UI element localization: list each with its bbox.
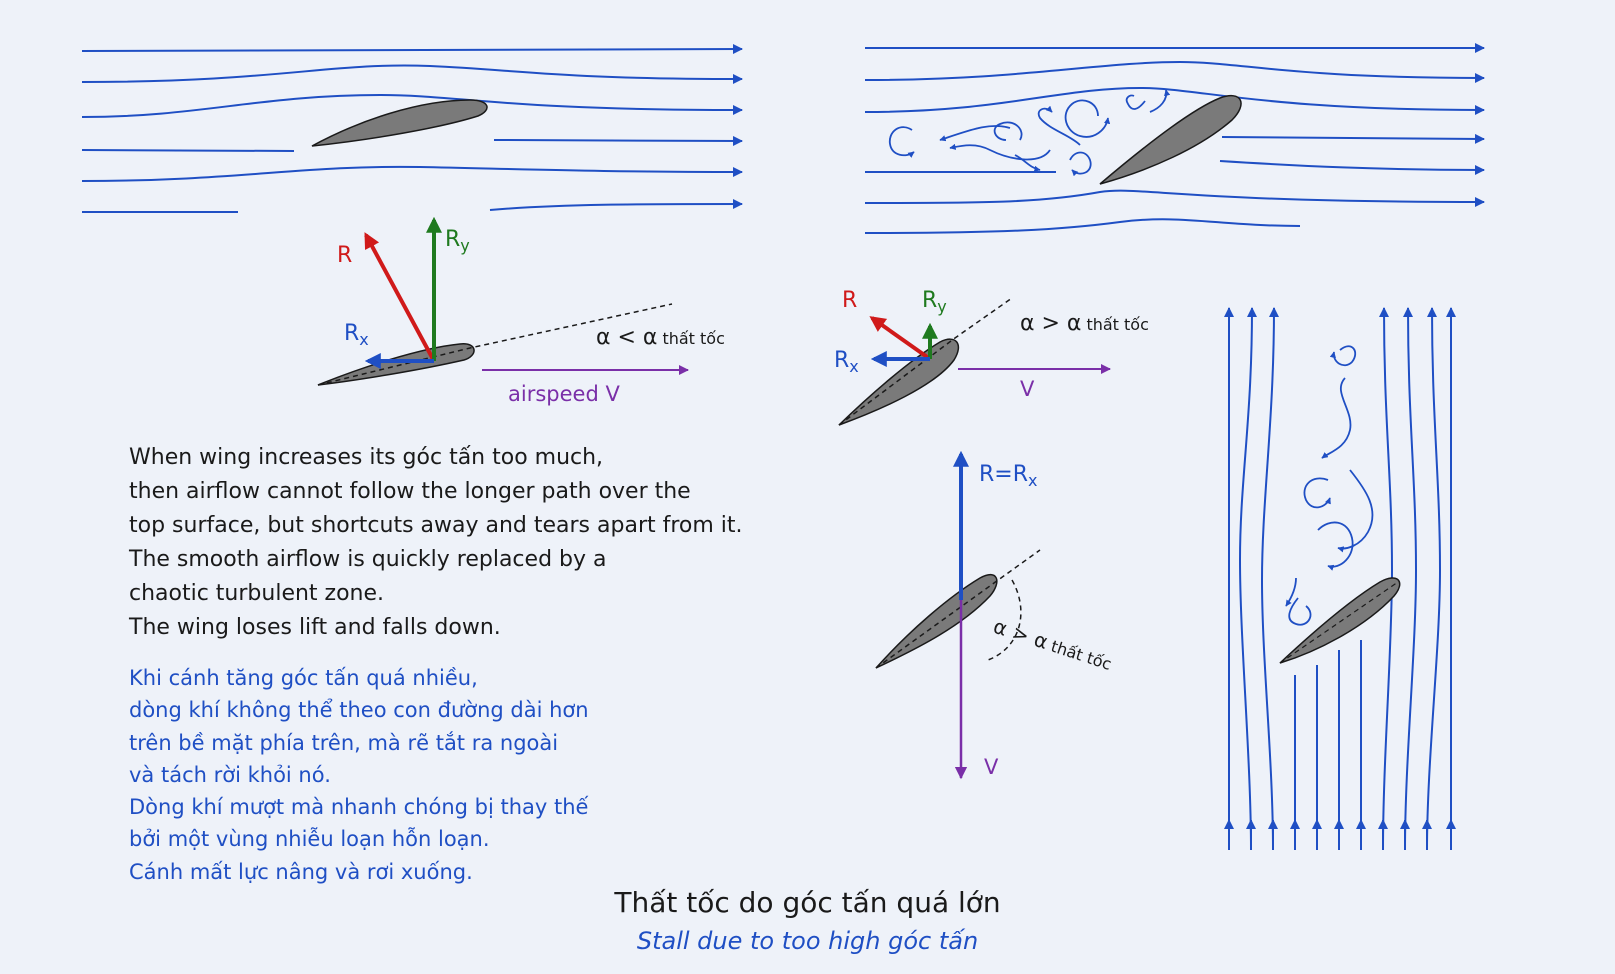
explanation-vietnamese: Khi cánh tăng góc tấn quá nhiều, dòng kh… [129, 662, 769, 888]
panel-stall-flow [864, 43, 1485, 234]
line-vi: trên bề mặt phía trên, mà rẽ tắt ra ngoà… [129, 730, 559, 755]
line-vi: bởi một vùng nhiễu loạn hỗn loạn. [129, 827, 490, 852]
streamline [864, 189, 1485, 207]
svg-text:R=Rx: R=Rx [979, 462, 1037, 490]
v-label: V [1020, 377, 1035, 401]
r-eq-rx-label: R=R [979, 462, 1028, 487]
airfoil-force-1 [317, 343, 475, 386]
streamline [1221, 133, 1485, 144]
streamline [81, 93, 743, 118]
panel-normal-flow [81, 44, 743, 213]
alpha-greater-label: α > α [990, 614, 1051, 654]
streamline [1260, 307, 1279, 851]
stall-subscript: thất tốc [662, 329, 724, 348]
airfoil-force-3 [875, 573, 998, 669]
streamline [864, 60, 1485, 83]
line-en: The wing loses lift and falls down. [129, 615, 501, 640]
alpha-less-label: α < α [596, 325, 657, 350]
rx-label: R [834, 348, 849, 373]
streamline [864, 86, 1485, 115]
streamline [81, 165, 743, 182]
streamline [81, 44, 743, 55]
streamline [81, 64, 743, 84]
title-vietnamese: Thất tốc do góc tấn quá lớn [614, 886, 1001, 919]
line-vi: Dòng khí mượt mà nhanh chóng bị thay thế [129, 795, 589, 820]
force-diagram-falling: R=Rx V α > αthất tốc [875, 450, 1115, 780]
r-arrow [364, 232, 436, 362]
airspeed-label: airspeed V [508, 382, 620, 406]
r-label: R [337, 243, 352, 268]
turbulence-eddies [1285, 345, 1374, 626]
svg-text:Rx: Rx [344, 321, 369, 349]
line-en: then airflow cannot follow the longer pa… [129, 479, 691, 504]
chord-line [875, 549, 1041, 669]
line-en: The smooth airflow is quickly replaced b… [129, 547, 607, 572]
svg-text:Rx: Rx [834, 348, 859, 376]
title-english: Stall due to too high góc tấn [636, 927, 979, 955]
streamline [1403, 307, 1418, 851]
svg-text:α > αthất tốc: α > αthất tốc [990, 614, 1115, 675]
chord-line [317, 303, 673, 386]
turbulence-eddies [888, 89, 1171, 177]
svg-text:α < αthất tốc: α < α thất tốc [596, 325, 725, 350]
explanation-english: When wing increases its góc tấn too much… [129, 441, 769, 645]
ry-label: R [922, 288, 937, 313]
angle-arc [987, 579, 1022, 661]
streamline [864, 218, 1301, 234]
alpha-greater-label: α > α [1020, 311, 1081, 336]
streamline [1238, 307, 1257, 851]
stall-subscript: thất tốc [1049, 637, 1114, 674]
ry-subscript: y [460, 236, 469, 255]
line-en: When wing increases its góc tấn too much… [129, 445, 604, 470]
line-en: chaotic turbulent zone. [129, 581, 385, 606]
streamline [1379, 307, 1394, 851]
streamline [81, 149, 295, 152]
r-eq-rx-subscript: x [1028, 471, 1037, 490]
r-label: R [842, 288, 857, 313]
chord-line [838, 297, 1013, 426]
svg-text:Ry: Ry [445, 227, 470, 255]
streamline [1219, 160, 1485, 175]
ry-subscript: y [937, 297, 946, 316]
r-arrow [869, 316, 932, 361]
streamline [489, 199, 743, 211]
stall-subscript: thất tốc [1086, 315, 1148, 334]
force-diagram-normal: R Ry Rx α < α thất tốc airspeed V [317, 216, 725, 406]
rx-label: R [344, 321, 359, 346]
streamline [493, 135, 743, 146]
svg-text:Ry: Ry [922, 288, 947, 316]
svg-text:α > αthất tốc: α > α thất tốc [1020, 311, 1149, 336]
line-en: top surface, but shortcuts away and tear… [129, 513, 743, 538]
force-diagram-high-alpha: R Ry Rx α > α thất tốc V [834, 288, 1149, 426]
line-vi: và tách rời khỏi nó. [129, 762, 331, 787]
ry-label: R [445, 227, 460, 252]
panel-vertical-stall-flow [1224, 307, 1456, 851]
rx-subscript: x [359, 330, 368, 349]
streamline [1426, 307, 1442, 851]
rx-subscript: x [849, 357, 858, 376]
airfoil-2 [1099, 95, 1242, 185]
v-label: V [984, 755, 999, 779]
line-vi: Khi cánh tăng góc tấn quá nhiều, [129, 666, 478, 690]
airfoil-1 [311, 99, 488, 147]
line-vi: dòng khí không thể theo con đường dài hơ… [129, 698, 589, 723]
line-vi: Cánh mất lực nâng và rơi xuống. [129, 859, 473, 884]
